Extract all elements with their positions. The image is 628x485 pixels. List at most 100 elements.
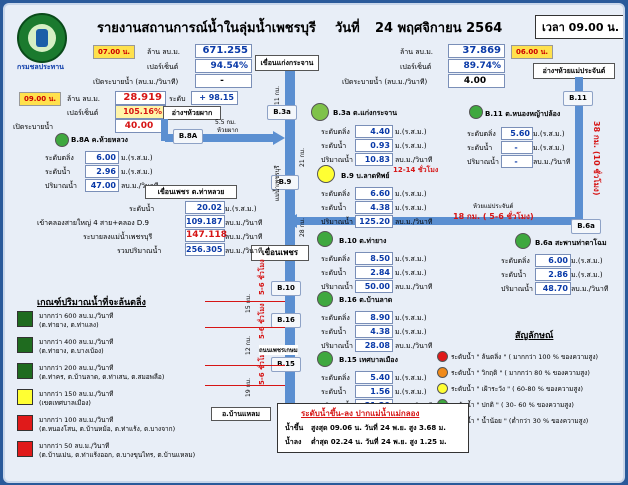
hp-level-label: ระดับ xyxy=(169,95,186,103)
canal-line-1 xyxy=(205,301,285,302)
weir-river: 147.118 xyxy=(185,229,227,242)
tide-high-label: น้ำขึ้น xyxy=(285,424,304,432)
b11-discharge-unit: ลบ.ม./วินาที xyxy=(533,158,571,166)
criteria-threshold: มากกว่า 50 ลบ.ม./วินาที xyxy=(39,442,110,450)
city-road-label: ถนนเพชรเกษม xyxy=(259,345,298,355)
b3a-flow-unit: ม.(ร.ส.ม.) xyxy=(395,142,427,150)
legend-dot xyxy=(437,367,448,378)
canal-line-3 xyxy=(205,365,285,366)
b8a-flow: 2.96 xyxy=(85,165,119,178)
b11-level: 5.60 xyxy=(501,127,533,140)
b3a-flow-label: ระดับน้ำ xyxy=(321,142,347,150)
b11-name: B.11 ต.หนองหญ้าปล้อง xyxy=(485,110,561,118)
weir-river-unit: ลบ.ม./วินาที xyxy=(225,233,263,241)
b3a-status-dot xyxy=(311,103,329,121)
criteria-area: (ต.ท่ายาง, ต.ท่าแลง) xyxy=(39,321,99,329)
b6a-name: B.6a สะพานท่าตาโฉม xyxy=(535,239,607,247)
b6a-level-label: ระดับตลิ่ง xyxy=(501,257,530,265)
b8a-status-dot xyxy=(55,133,69,147)
b16-flow: 4.38 xyxy=(355,325,393,338)
station-b11-code: B.11 xyxy=(563,91,593,106)
b16-level-unit: ม.(ร.ส.ม.) xyxy=(395,314,427,322)
legend-text: ระดับน้ำ " วิกฤติ " ( มากกว่า 80 % ของคว… xyxy=(451,369,590,377)
b16-level-label: ระดับตลิ่ง xyxy=(321,314,350,322)
hp-volume: 28.919 xyxy=(115,91,166,105)
report-panel: กรมชลประทาน รายงานสถานการณ์น้ำในลุ่มน้ำเ… xyxy=(3,3,625,483)
b8a-level: 6.00 xyxy=(85,151,119,164)
hp-release: 40.00 xyxy=(115,119,166,133)
b8a-flow-unit: ม.(ร.ส.ม.) xyxy=(121,168,153,176)
criteria-threshold: มากกว่า 100 ลบ.ม./วินาที xyxy=(39,416,114,424)
weir-level-label: ระดับน้ำ xyxy=(129,205,155,213)
kk-release-label: เปิดระบายน้ำ (ลบ.ม./วินาที) xyxy=(93,78,179,86)
criteria-threshold: มากกว่า 400 ลบ.ม./วินาที xyxy=(39,338,114,346)
legend-text: ระดับน้ำ " ล้นตลิ่ง " ( มากกว่า 100 % ขอ… xyxy=(451,353,599,361)
b9-level-label: ระดับตลิ่ง xyxy=(321,190,350,198)
rid-logo xyxy=(17,13,67,63)
dist-prachan-label: ห้วยแม่ประจันต์ xyxy=(473,203,514,210)
b3a-flow: 0.93 xyxy=(355,139,393,152)
tide-title: ระดับน้ำขึ้น-ลง ปากแม่น้ำแม่กลอง xyxy=(301,409,420,418)
station-b16-code: B.16 xyxy=(271,313,301,328)
ban-laem-label: อ.บ้านแหลม xyxy=(211,407,271,421)
b15-level-label: ระดับตลิ่ง xyxy=(321,374,350,382)
hp-percent: 105.16% xyxy=(115,105,166,119)
time-hours-1: 5-6 ชั่วโมง xyxy=(258,259,266,295)
weir-canal: 109.187 xyxy=(185,215,225,228)
b15-flow-label: ระดับน้ำ xyxy=(321,388,347,396)
kk-volume: 671.255 xyxy=(195,44,252,58)
tide-low: ต่ำสุด 02.24 น. วันที่ 24 พ.ย. สูง 1.25 … xyxy=(311,438,447,446)
b10-level: 8.50 xyxy=(355,252,393,265)
b11-discharge: - xyxy=(501,155,533,168)
dist-15km: 15 กม. xyxy=(245,293,252,313)
b9-flow-label: ระดับน้ำ xyxy=(321,204,347,212)
hp-volume-label: ล้าน ลบ.ม. xyxy=(67,95,101,103)
b10-flow-label: ระดับน้ำ xyxy=(321,269,347,277)
b6a-flow-unit: ม.(ร.ส.ม.) xyxy=(571,271,603,279)
b9-flow-unit: ม.(ร.ส.ม.) xyxy=(395,204,427,212)
legend-title: สัญลักษณ์ xyxy=(515,331,554,341)
criteria-swatch xyxy=(17,441,33,457)
main-river-upper xyxy=(285,71,295,411)
time-badge: เวลา 09.00 น. xyxy=(535,15,623,39)
time-hours-2: 5-6 ชั่วโมง xyxy=(258,303,266,339)
b10-discharge-unit: ลบ.ม./วินาที xyxy=(395,283,433,291)
criteria-swatch xyxy=(17,389,33,405)
dist-19km: 19 กม. xyxy=(245,377,252,397)
b3a-name: B.3a ต.แก่งกระจาน xyxy=(333,109,397,117)
b16-flow-label: ระดับน้ำ xyxy=(321,328,347,336)
dist-21km: 21 กม. xyxy=(299,147,306,167)
weir-canal-label: เข้าคลองสายใหญ่ 4 สาย+คลอง D.9 xyxy=(37,219,149,227)
b8a-name: B.8A ค.ห้วยหลวง xyxy=(71,136,128,144)
criteria-swatch xyxy=(17,337,33,353)
criteria-threshold: มากกว่า 150 ลบ.ม./วินาที xyxy=(39,390,114,398)
b15-status-dot xyxy=(317,351,333,367)
station-b15-code: B.15 xyxy=(271,357,301,372)
b10-level-unit: ม.(ร.ส.ม.) xyxy=(395,255,427,263)
criteria-threshold: มากกว่า 200 ลบ.ม./วินาที xyxy=(39,364,114,372)
weir-level-unit: ม.(ร.ส.ม.) xyxy=(225,205,257,213)
b15-level: 5.40 xyxy=(355,371,393,384)
b10-name: B.10 ต.ท่ายาง xyxy=(339,237,387,245)
weir-level: 20.02 xyxy=(185,201,225,214)
criteria-threshold: มากกว่า 600 ลบ.ม./วินาที xyxy=(39,312,114,320)
b3a-discharge-label: ปริมาณน้ำ xyxy=(321,156,353,164)
huai-pak-arrow xyxy=(273,131,285,145)
dist-11km: 11 กม. xyxy=(274,85,281,105)
weir-total-label: รวมปริมาณน้ำ xyxy=(117,247,162,255)
b10-status-dot xyxy=(317,231,333,247)
b8a-level-unit: ม.(ร.ส.ม.) xyxy=(121,154,153,162)
b8a-discharge-label: ปริมาณน้ำ xyxy=(45,182,77,190)
report-date: 24 พฤศจิกายน 2564 xyxy=(375,21,503,36)
criteria-swatch xyxy=(17,363,33,379)
dist-18km: 18 กม. ( 5-6 ชั่วโมง) xyxy=(453,212,534,221)
tide-high: สูงสุด 09.06 น. วันที่ 24 พ.ย. สูง 3.68 … xyxy=(311,424,446,432)
b3a-level: 4.40 xyxy=(355,125,393,138)
tide-box xyxy=(277,403,469,453)
dist-38km: 38 กม. (10 ชั่วโมง) xyxy=(592,121,601,196)
criteria-title: เกณฑ์ปริมาณน้ำที่จะล้นตลิ่ง xyxy=(37,298,146,308)
b6a-flow-label: ระดับน้ำ xyxy=(501,271,527,279)
kk-percent: 94.54% xyxy=(195,59,252,73)
dist-mae-petch: แม่น้ำเพชรบุรี xyxy=(274,165,281,201)
